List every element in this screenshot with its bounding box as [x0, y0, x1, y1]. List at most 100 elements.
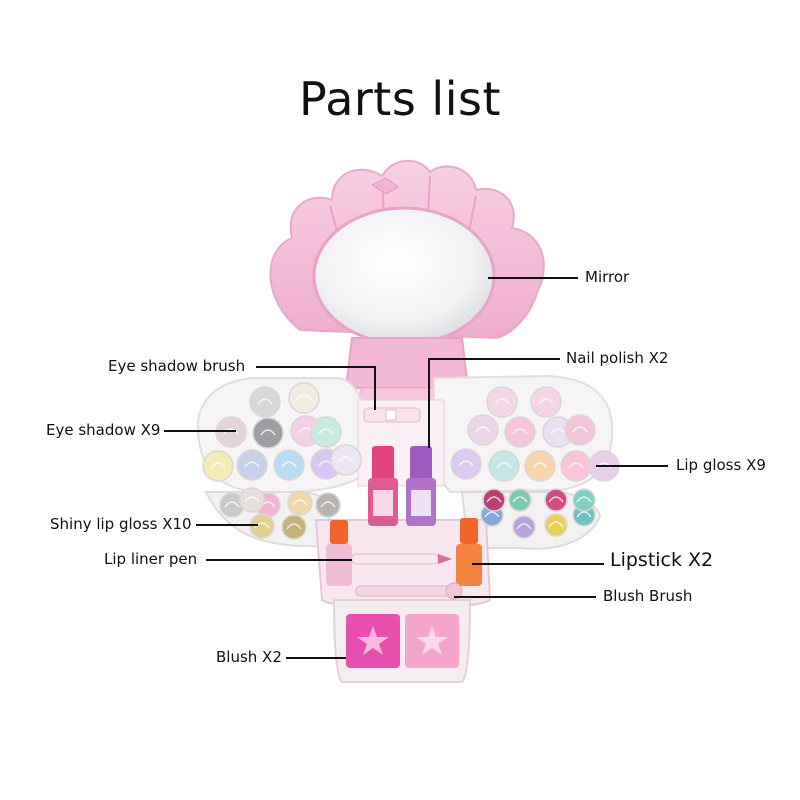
eye-shadow-pan	[252, 417, 284, 449]
lip-gloss-pan	[564, 414, 596, 446]
blush-pink	[405, 614, 459, 668]
shiny-lip-gloss-pan	[281, 514, 307, 540]
lip-gloss-pan	[524, 450, 556, 482]
blush-magenta	[346, 614, 400, 668]
eye-shadow-pan	[249, 386, 281, 418]
crown-emboss	[550, 428, 566, 435]
lip-gloss-pan	[488, 450, 520, 482]
eye-shadow-pan	[288, 382, 320, 414]
eye-shadow-pan	[215, 416, 247, 448]
eye-shadow-leader-line	[164, 430, 236, 432]
lip-liner-pen	[351, 553, 452, 565]
crown-emboss	[244, 461, 260, 468]
lip-gloss-pan	[530, 386, 562, 418]
lipstick-right	[456, 518, 482, 586]
crown-emboss	[286, 523, 302, 530]
eye-shadow-pan	[273, 449, 305, 481]
lip-gloss-pan	[560, 450, 592, 482]
shell-lid	[269, 159, 545, 403]
crown-emboss	[538, 398, 554, 405]
shiny-lip-gloss-pan	[239, 487, 265, 513]
crown-emboss	[475, 426, 491, 433]
glitter-pan	[544, 513, 568, 537]
crown-emboss	[548, 496, 564, 503]
crown-emboss	[338, 456, 354, 463]
shiny-lip-gloss-palette	[219, 487, 341, 540]
lip-liner-pen-leader-line	[206, 559, 352, 561]
crown-emboss	[516, 523, 532, 530]
eye-shadow-pan	[310, 416, 342, 448]
crown-emboss	[494, 398, 510, 405]
glitter-palette	[480, 488, 596, 539]
glitter-pan	[544, 488, 568, 512]
shiny-lip-gloss-leader-line	[196, 524, 258, 526]
label-nail-polish: Nail polish X2	[566, 349, 669, 367]
crown-emboss	[210, 462, 226, 469]
eye-shadow-pan	[202, 450, 234, 482]
crown-emboss	[244, 496, 260, 503]
crown-emboss	[568, 462, 584, 469]
eye-shadow-palette	[202, 382, 362, 482]
nail-polish-purple	[406, 446, 436, 526]
eye-shadow-pan	[330, 444, 362, 476]
lip-gloss-pan	[467, 414, 499, 446]
label-lip-liner-pen: Lip liner pen	[104, 550, 198, 568]
glitter-pan	[572, 488, 596, 512]
label-blush: Blush X2	[216, 648, 282, 666]
crown-emboss	[224, 501, 240, 508]
nail-polish-leader-drop	[428, 358, 430, 448]
glitter-pan	[508, 488, 532, 512]
lipstick-left	[326, 520, 352, 586]
label-lipstick: Lipstick X2	[610, 549, 714, 571]
mirror	[312, 206, 496, 346]
shiny-lip-gloss-pan	[287, 490, 313, 516]
crown-emboss	[576, 511, 592, 518]
blush-brush-leader-line	[454, 596, 596, 598]
eye-shadow-pan	[236, 449, 268, 481]
crown-emboss	[254, 522, 270, 529]
crown-emboss	[532, 462, 548, 469]
label-eye-shadow-brush: Eye shadow brush	[108, 357, 246, 375]
glitter-pan	[482, 488, 506, 512]
lipstick-leader-line	[472, 563, 604, 565]
page-title: Parts list	[299, 72, 501, 126]
crown-emboss	[257, 398, 273, 405]
lip-gloss-pan	[486, 386, 518, 418]
label-blush-brush: Blush Brush	[603, 587, 693, 605]
crown-emboss	[320, 501, 336, 508]
crown-emboss	[458, 460, 474, 467]
crown-emboss	[260, 429, 276, 436]
crown-emboss	[548, 521, 564, 528]
label-mirror: Mirror	[585, 268, 630, 286]
blush-leader-line	[286, 657, 346, 659]
label-eye-shadow: Eye shadow X9	[46, 421, 161, 439]
nail-polish-pink	[368, 446, 398, 526]
shiny-lip-gloss-pan	[249, 513, 275, 539]
lip-gloss-pan	[450, 448, 482, 480]
crown-emboss	[484, 511, 500, 518]
crown-emboss	[486, 496, 502, 503]
lip-gloss-pan	[504, 416, 536, 448]
eye-shadow-brush-leader-line	[256, 366, 376, 368]
crown-emboss	[292, 499, 308, 506]
crown-emboss	[281, 461, 297, 468]
lip-gloss-leader-line	[596, 465, 668, 467]
crown-emboss	[496, 462, 512, 469]
lip-gloss-palette	[450, 386, 620, 482]
crown-emboss	[318, 428, 334, 435]
crown-emboss	[512, 496, 528, 503]
crown-emboss	[296, 394, 312, 401]
label-shiny-lip-gloss: Shiny lip gloss X10	[50, 515, 192, 533]
glitter-pan	[512, 515, 536, 539]
blush-brush	[355, 582, 463, 600]
eye-shadow-brush	[363, 407, 421, 423]
crown-emboss	[512, 428, 528, 435]
nail-polish-leader-line	[428, 358, 560, 360]
label-lip-gloss: Lip gloss X9	[676, 456, 766, 474]
crown-emboss	[223, 428, 239, 435]
crown-emboss	[576, 496, 592, 503]
shiny-lip-gloss-pan	[315, 492, 341, 518]
mirror-leader-line	[488, 277, 578, 279]
crown-emboss	[572, 426, 588, 433]
